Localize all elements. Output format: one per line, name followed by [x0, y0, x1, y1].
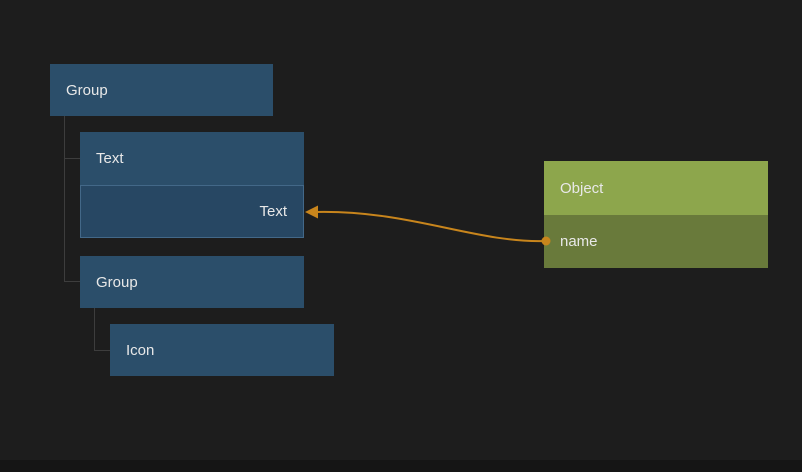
node-header[interactable]: Icon: [110, 324, 334, 376]
node-label: Text: [96, 150, 124, 167]
node-icon-1[interactable]: Icon: [110, 324, 334, 376]
connection-wire[interactable]: [305, 205, 551, 246]
port-label: Text: [259, 203, 287, 220]
wire-source-port-icon: [541, 236, 551, 246]
tree-connector-line: [64, 158, 80, 159]
tree-connector-line: [64, 281, 80, 282]
object-name-row[interactable]: name: [544, 215, 768, 268]
tree-connector-line: [94, 308, 95, 350]
node-header[interactable]: Group: [80, 256, 304, 308]
row-label: name: [560, 233, 598, 250]
tree-connector-line: [94, 350, 110, 351]
text-input-port-row[interactable]: Text: [80, 185, 304, 238]
tree-connector-line: [64, 116, 65, 282]
node-label: Icon: [126, 341, 155, 359]
node-object[interactable]: Object name: [544, 161, 768, 268]
node-header[interactable]: Text: [80, 132, 304, 185]
node-group-1[interactable]: Group: [50, 64, 273, 116]
wire-arrowhead-icon: [305, 205, 318, 219]
node-text-1[interactable]: Text Text: [80, 132, 304, 238]
node-title: Object: [560, 179, 604, 197]
node-label: Group: [66, 81, 108, 99]
node-header[interactable]: Group: [50, 64, 273, 116]
node-label: Group: [96, 273, 138, 291]
node-header[interactable]: Object: [544, 161, 768, 215]
node-group-2[interactable]: Group: [80, 256, 304, 308]
bottom-bar: [0, 460, 802, 472]
